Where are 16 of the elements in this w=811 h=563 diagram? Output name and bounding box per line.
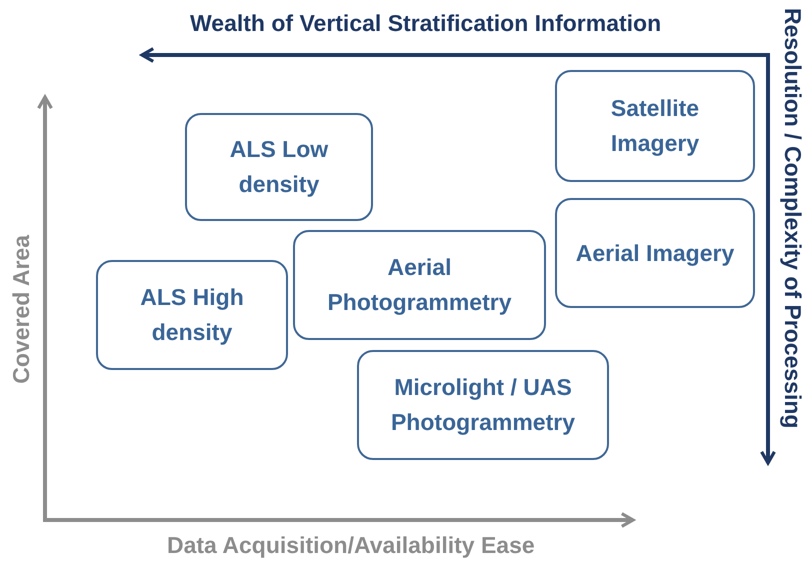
method-box — [293, 230, 546, 340]
method-label: Satellite Imagery — [610, 94, 700, 158]
direction-label: Resolution / Complexity of Processing — [779, 8, 806, 428]
method-label: Aerial Imagery — [576, 238, 734, 268]
method-label: ALS High density — [139, 283, 245, 347]
method-box — [96, 260, 288, 370]
method-box — [555, 70, 755, 182]
method-box — [555, 198, 755, 308]
method-box — [185, 113, 373, 221]
method-label: Aerial Photogrammetry — [326, 253, 513, 317]
method-label: Microlight / UAS Photogrammetry — [390, 373, 576, 437]
direction-label: Wealth of Vertical Stratification Information — [190, 10, 662, 37]
method-box — [357, 350, 609, 460]
method-label: ALS Low density — [228, 135, 330, 199]
axis-title: Data Acquisition/Availability Ease — [167, 532, 535, 559]
axis-title: Covered Area — [8, 235, 35, 384]
